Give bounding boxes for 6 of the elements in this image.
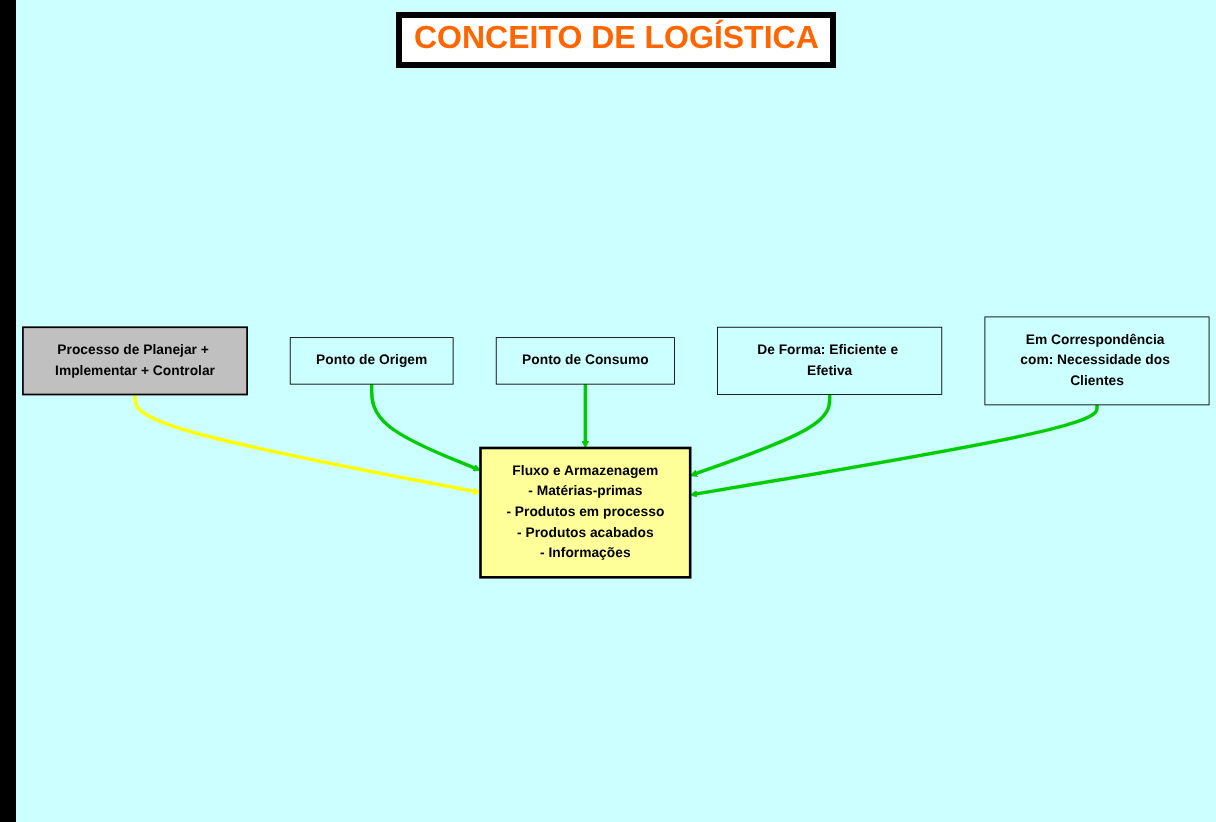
arrow (133, 395, 481, 496)
arrow (581, 385, 590, 450)
arrow (689, 405, 1099, 499)
arrow (369, 385, 481, 473)
title: CONCEITO DE LOGÍSTICA (396, 12, 837, 68)
arrow (689, 395, 832, 478)
